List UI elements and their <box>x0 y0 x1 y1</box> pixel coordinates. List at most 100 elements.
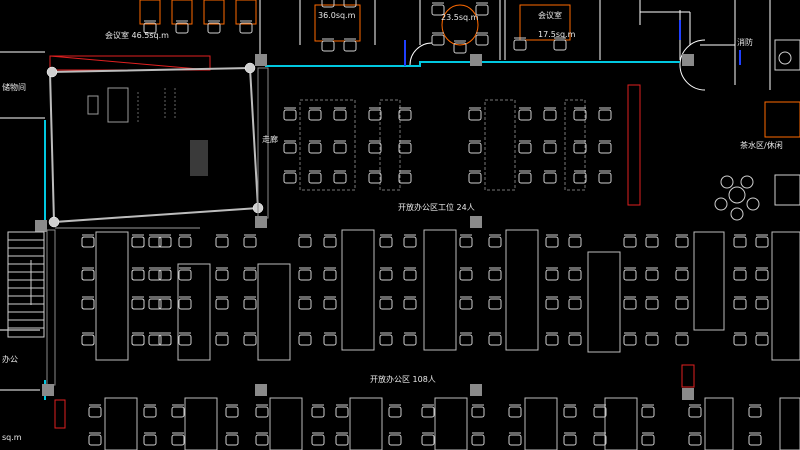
chair <box>368 107 382 121</box>
chair <box>335 404 349 418</box>
chair <box>475 2 489 16</box>
desk-row <box>269 397 303 450</box>
chair <box>131 296 145 310</box>
chair <box>398 170 412 184</box>
chair <box>158 296 172 310</box>
chair <box>379 332 393 346</box>
chair <box>243 296 257 310</box>
chair <box>468 140 482 154</box>
chair <box>308 140 322 154</box>
staircase <box>7 231 45 338</box>
chair <box>755 234 769 248</box>
chair <box>468 107 482 121</box>
chair <box>379 267 393 281</box>
chair <box>403 332 417 346</box>
chair <box>623 234 637 248</box>
chair <box>543 140 557 154</box>
chair <box>645 296 659 310</box>
chair <box>733 332 747 346</box>
chair <box>143 432 157 446</box>
chair <box>368 170 382 184</box>
chair <box>623 332 637 346</box>
chair <box>471 404 485 418</box>
room-label-23: 23.5sq.m <box>441 13 479 22</box>
chair <box>243 234 257 248</box>
chair <box>239 20 253 34</box>
chair <box>488 296 502 310</box>
chair <box>311 404 325 418</box>
chair <box>333 107 347 121</box>
chair <box>403 267 417 281</box>
chair <box>593 404 607 418</box>
grip-handle <box>244 62 256 74</box>
chair <box>623 267 637 281</box>
chair <box>563 404 577 418</box>
chair <box>475 32 489 46</box>
chair <box>733 234 747 248</box>
chair <box>675 332 689 346</box>
room-label-top: 会议室 <box>538 10 562 20</box>
top-room-chairs <box>143 0 567 54</box>
chair <box>598 107 612 121</box>
chair <box>641 432 655 446</box>
desk-row <box>95 231 129 361</box>
chair <box>518 170 532 184</box>
blue-window-marks <box>404 20 741 66</box>
chair <box>755 332 769 346</box>
room-label-left-1: 储物间 <box>2 82 26 92</box>
chair <box>513 37 527 51</box>
chair <box>81 296 95 310</box>
room-label-17: 17.5sq.m <box>538 30 576 39</box>
chair <box>333 170 347 184</box>
workstation-chairs <box>81 107 769 446</box>
chair <box>568 267 582 281</box>
desk-row <box>341 229 375 351</box>
chair <box>623 296 637 310</box>
chair <box>518 140 532 154</box>
chair <box>403 234 417 248</box>
chair <box>645 332 659 346</box>
chair <box>518 107 532 121</box>
desk-group <box>299 99 356 191</box>
chair <box>641 404 655 418</box>
chair <box>88 432 102 446</box>
chair <box>255 432 269 446</box>
chair <box>421 432 435 446</box>
chair <box>158 267 172 281</box>
chair <box>733 296 747 310</box>
chair <box>225 404 239 418</box>
chair <box>283 140 297 154</box>
chair <box>598 170 612 184</box>
chair <box>158 234 172 248</box>
chair <box>323 296 337 310</box>
chair <box>748 432 762 446</box>
chair <box>398 140 412 154</box>
chair <box>311 432 325 446</box>
room-label-left-2: 办公 <box>2 354 18 364</box>
chair <box>508 432 522 446</box>
chair <box>471 432 485 446</box>
chair <box>593 432 607 446</box>
chair <box>131 234 145 248</box>
chair <box>323 267 337 281</box>
chair <box>243 332 257 346</box>
chair <box>545 267 559 281</box>
chair <box>178 267 192 281</box>
room-label-right-1: 消防 <box>737 37 753 47</box>
desk-group <box>379 99 401 191</box>
chair <box>298 267 312 281</box>
chair <box>158 332 172 346</box>
chair <box>298 296 312 310</box>
chair <box>225 432 239 446</box>
chair <box>283 107 297 121</box>
corridor-label: 走廊 <box>262 134 278 144</box>
top-wall-structure <box>0 0 771 391</box>
top-room-furniture <box>139 0 571 46</box>
desk-row <box>349 397 383 450</box>
meeting-room-selection[interactable] <box>46 62 264 228</box>
chair <box>645 234 659 248</box>
chair <box>573 140 587 154</box>
grip-handle <box>46 66 58 78</box>
chair <box>459 332 473 346</box>
